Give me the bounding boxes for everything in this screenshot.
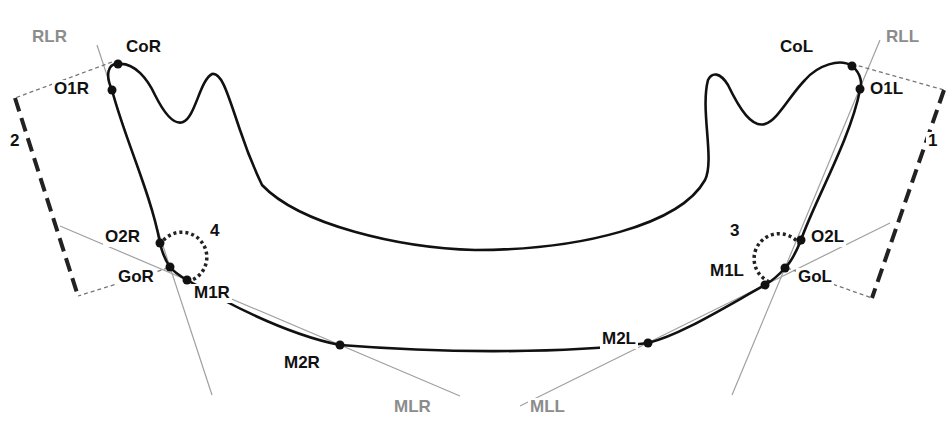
height-bracket xyxy=(872,90,944,298)
bracket-side xyxy=(78,268,168,296)
height-bracket xyxy=(15,98,78,296)
landmark-dot xyxy=(781,264,790,273)
landmark-dot xyxy=(183,276,192,285)
landmark-label: M1L xyxy=(708,262,746,281)
callout-number: 2 xyxy=(8,132,21,151)
callout-number: 1 xyxy=(926,132,939,151)
bracket-side xyxy=(787,268,872,298)
callout-number: 3 xyxy=(728,222,741,241)
landmark-dot xyxy=(166,263,175,272)
ramus-line xyxy=(732,40,880,395)
mandible-outline xyxy=(108,63,861,351)
landmark-dot xyxy=(114,60,123,69)
landmark-label: GoL xyxy=(796,268,834,287)
gonial-angle-arc xyxy=(160,232,207,282)
landmark-label: M2L xyxy=(600,330,638,349)
landmark-dot xyxy=(336,341,345,350)
landmark-label: O2R xyxy=(103,228,142,247)
landmark-dot xyxy=(797,236,806,245)
landmark-label: CoR xyxy=(124,38,163,57)
landmark-label: M1R xyxy=(192,284,232,303)
line-name: MLR xyxy=(392,398,433,417)
line-name: RLL xyxy=(884,28,921,47)
landmark-label: O2L xyxy=(809,228,846,247)
line-name: RLR xyxy=(30,28,69,47)
landmark-label: M2R xyxy=(282,354,322,373)
landmark-dot xyxy=(848,62,857,71)
callout-number: 4 xyxy=(208,222,221,241)
landmark-label: CoL xyxy=(778,38,815,57)
landmark-dot xyxy=(761,281,770,290)
landmark-dot xyxy=(156,239,165,248)
landmark-dot xyxy=(644,339,653,348)
landmark-label: O1R xyxy=(52,80,91,99)
bracket-side xyxy=(15,62,112,98)
landmark-dot xyxy=(856,85,865,94)
landmark-dot xyxy=(108,86,117,95)
mandibular-line xyxy=(520,223,890,406)
landmark-label: GoR xyxy=(116,268,156,287)
line-name: MLL xyxy=(528,398,567,417)
mandibular-line xyxy=(60,226,460,396)
landmark-label: O1L xyxy=(868,80,905,99)
